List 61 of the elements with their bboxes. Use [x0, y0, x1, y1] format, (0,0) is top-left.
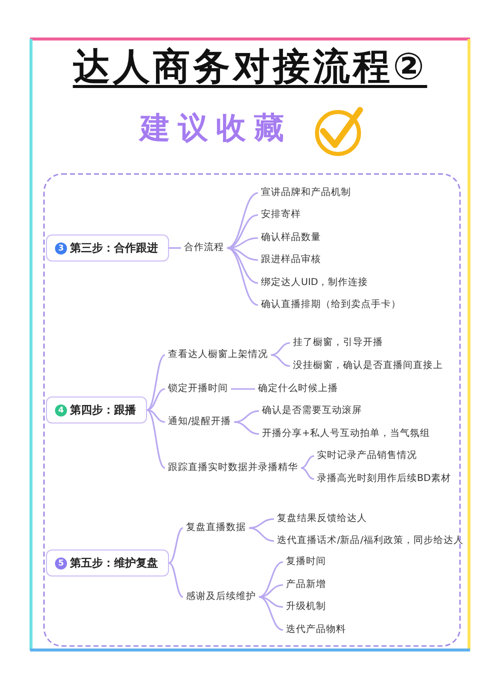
connector-line: [146, 354, 166, 411]
branch-label: 锁定开播时间: [165, 382, 231, 396]
connector-line: [226, 237, 258, 249]
branch-label: 开播分享+私人号互动拍单，当气氛组: [259, 427, 433, 441]
branch-label: 复盘结果反馈给达人: [274, 512, 370, 526]
connector-line: [258, 596, 284, 608]
branch-label: 绑定达人UID，制作连接: [258, 276, 372, 290]
branch-label: 确认是否需要互动滚屏: [259, 404, 365, 418]
branch-label: 录播高光时刻用作后续BD素材: [314, 472, 454, 486]
number-badge: 4: [55, 404, 67, 416]
connector-line: [226, 247, 258, 284]
connector-line: [270, 342, 290, 356]
branch-label: 确认样品数量: [258, 231, 324, 245]
branch-label: 复播时间: [283, 555, 329, 569]
connector-line: [146, 388, 166, 411]
connector-line: [234, 410, 260, 423]
branch-label: 感谢及后续维护: [183, 590, 259, 604]
step-label: 第三步：合作跟进: [70, 240, 158, 256]
connector-line: [226, 214, 258, 249]
branch-label: 挂了橱窗，引导开播: [290, 336, 386, 350]
connector-line: [168, 562, 184, 598]
connector-line: [231, 388, 255, 390]
connector-line: [258, 561, 284, 598]
branch-label: 通知/提醒开播: [165, 415, 234, 429]
connector-line: [300, 455, 314, 469]
step-box: [46, 396, 147, 424]
branch-label: 迭代产品物料: [283, 623, 349, 637]
number-badge: 3: [55, 242, 67, 254]
branch-label: 确定什么时候上播: [255, 382, 341, 396]
connector-line: [146, 409, 166, 469]
connector-line: [248, 527, 274, 542]
branch-label: 安排寄样: [258, 208, 304, 222]
connector-line: [248, 518, 274, 529]
connector-line: [258, 596, 284, 631]
subtitle: 建议收藏: [140, 110, 292, 148]
connector-line: [226, 247, 258, 306]
branch-label: 复盘直播数据: [183, 521, 249, 535]
branch-label: 跟进样品审核: [258, 253, 324, 267]
step-box: [46, 234, 169, 262]
branch-label: 宣讲品牌和产品机制: [258, 186, 354, 200]
connector-line: [234, 421, 260, 435]
branch-label: 没挂橱窗，确认是否直播间直接上: [290, 359, 446, 373]
branch-label: 查看达人橱窗上架情况: [165, 348, 271, 362]
connector-line: [146, 409, 166, 423]
branch-label: 合作流程: [181, 241, 227, 255]
branch-label: 升级机制: [283, 600, 329, 614]
connector-line: [168, 527, 184, 564]
branch-label: 产品新增: [283, 578, 329, 592]
connector-line: [300, 467, 314, 480]
connector-line: [169, 247, 181, 249]
step-label: 第四步：跟播: [70, 402, 136, 418]
connector-line: [226, 192, 258, 249]
branch-label: 确认直播排期（给到卖点手卡）: [258, 298, 404, 312]
step-label: 第五步：维护复盘: [70, 556, 158, 570]
step-box: [46, 550, 169, 576]
connector-line: [270, 354, 290, 367]
branch-label: 实时记录产品销售情况: [314, 449, 420, 463]
number-badge: 5: [55, 557, 67, 569]
branch-label: 迭代直播话术/新品/福利政策，同步给达人: [274, 534, 466, 548]
branch-label: 跟踪直播实时数据并录播精华: [165, 461, 301, 475]
title: 达人商务对接流程②: [72, 45, 428, 88]
